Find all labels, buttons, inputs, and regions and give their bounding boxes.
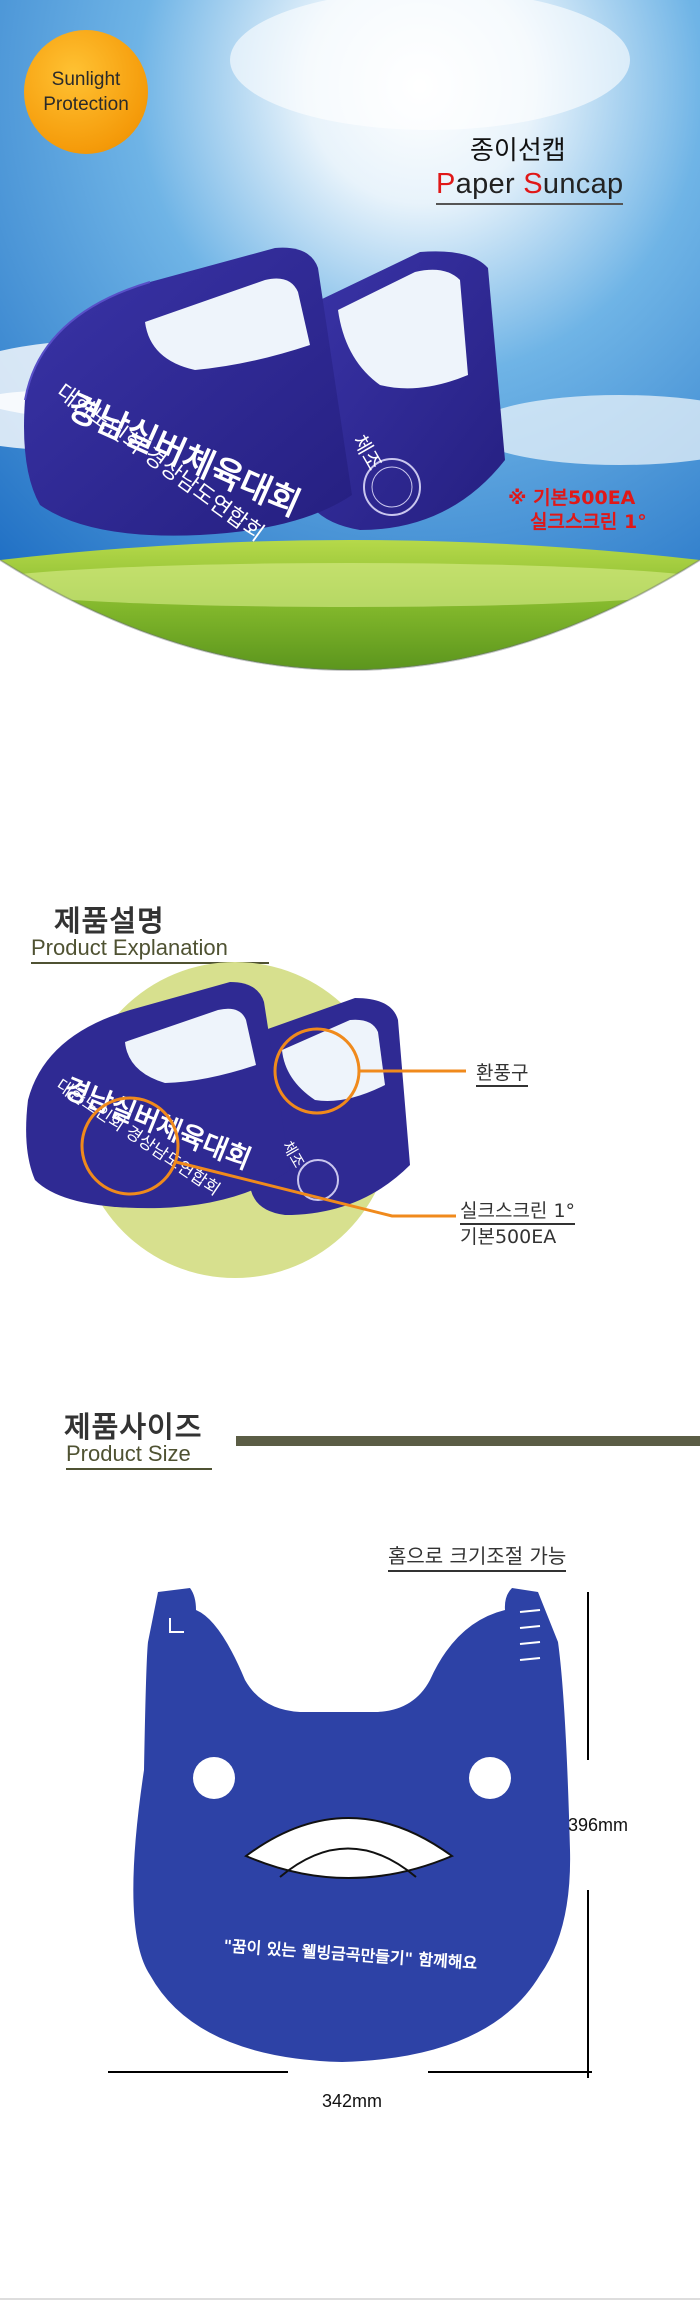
suncap-back: [300, 251, 505, 531]
title-en-uncap: uncap: [542, 168, 624, 200]
adjust-notch-1: [519, 1609, 541, 1613]
size-title-ko: 제품사이즈: [64, 1410, 203, 1444]
explanation-cap-front: [26, 982, 291, 1209]
adjust-notch-4: [519, 1657, 541, 1661]
spec-note: ※ 기본500EA 실크스크린 1°: [508, 486, 647, 534]
size-title-en: Product Size: [66, 1441, 212, 1470]
explanation-illustration: 경남실버체육대회 대한노인회 경상남도연합회 체조: [26, 962, 466, 1278]
section-divider-bar: [236, 1436, 700, 1446]
badge-line-2: Protection: [43, 94, 129, 115]
adjust-notch-2: [519, 1625, 541, 1629]
bottom-divider: [0, 2298, 700, 2300]
size-adjust-note: 홈으로 크기조절 가능: [388, 1540, 567, 1572]
badge-line-1: Sunlight: [51, 69, 121, 90]
sunlight-badge: Sunlight Protection: [24, 30, 148, 154]
spec-line-1: ※ 기본500EA: [508, 487, 636, 509]
title-en-p: P: [436, 168, 456, 200]
width-dimension: 342mm: [322, 2091, 383, 2111]
callout-print-line-1: 실크스크린 1°: [460, 1196, 576, 1225]
hero-background: 경남실버체육대회 대한노인회 경상남도연합회 체조: [0, 0, 700, 671]
height-dimension: 396mm: [568, 1815, 629, 1835]
head-opening-fold: [279, 1847, 417, 1878]
adjust-notch-3: [519, 1641, 541, 1645]
size-template-diagram: "꿈이 있는 웰빙금곡만들기" 함께해요: [108, 1588, 592, 2078]
spec-line-2: 실크스크린 1°: [530, 511, 647, 533]
explanation-title-ko: 제품설명: [54, 904, 165, 938]
vent-hole-left: [193, 1757, 235, 1799]
hero-banner: 경남실버체육대회 대한노인회 경상남도연합회 체조 Sunlight Prote…: [0, 0, 700, 720]
print-highlight-ring: [80, 1096, 180, 1196]
title-en-s: S: [523, 168, 543, 200]
title-en-aper: aper: [455, 168, 524, 200]
callout-vent: 환풍구: [476, 1058, 529, 1087]
callout-print-line-2: 기본500EA: [460, 1226, 557, 1248]
product-title-ko: 종이선캡: [470, 136, 566, 166]
suncap-front: [24, 247, 352, 536]
left-notch: [169, 1618, 184, 1633]
vent-hole-right: [469, 1757, 511, 1799]
explanation-title-en: Product Explanation: [31, 935, 269, 964]
product-title-en: Paper Suncap: [436, 168, 624, 205]
print-callout-line: [175, 1160, 456, 1218]
